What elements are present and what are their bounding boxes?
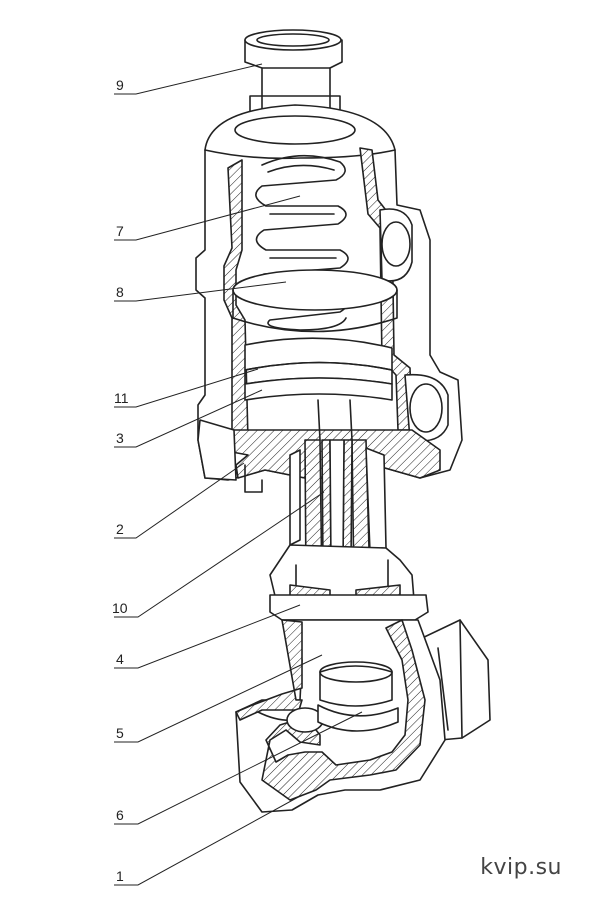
label-part-10: 10 [112,600,128,616]
label-part-9: 9 [116,77,124,93]
label-part-1: 1 [116,868,124,884]
label-part-5: 5 [116,725,124,741]
label-part-11: 11 [114,390,129,406]
label-part-3: 3 [116,430,124,446]
piston-part-8 [232,269,398,333]
spring-part-7 [255,154,349,331]
label-part-6: 6 [116,807,124,823]
label-part-7: 7 [116,223,124,239]
coupling-nut-part-4 [269,544,429,621]
label-part-4: 4 [116,651,124,667]
label-part-2: 2 [116,521,124,537]
valve-plug-part-5 [319,661,393,707]
part-labels: 9 7 8 11 3 2 10 4 5 6 1 [112,77,129,884]
site-watermark: kvip.su [480,855,562,880]
disc-part-3 [244,377,393,401]
leader-lines [114,63,363,886]
label-part-8: 8 [116,284,124,300]
